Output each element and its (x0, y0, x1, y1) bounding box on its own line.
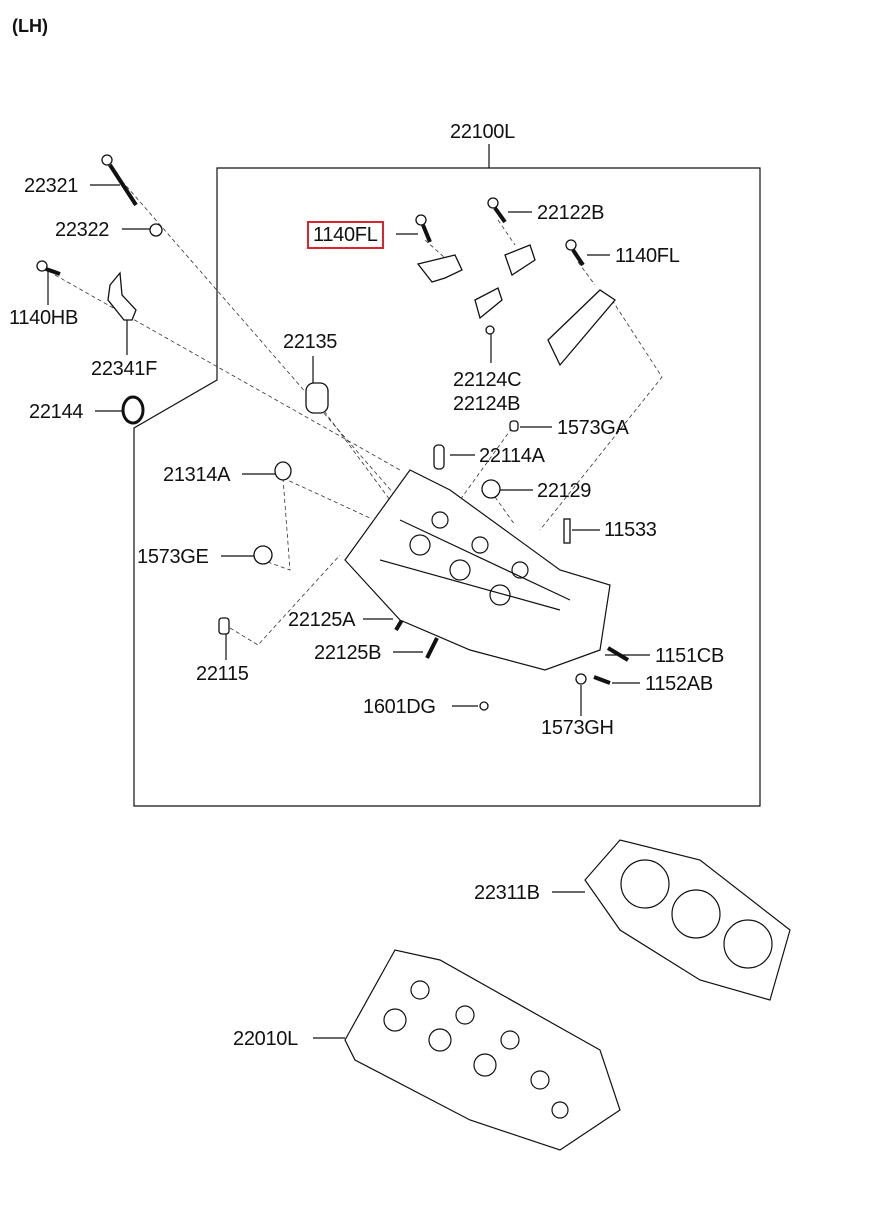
part-label-1140FL[interactable]: 1140FL (615, 245, 680, 267)
part-label-21314A[interactable]: 21314A (163, 464, 231, 486)
pin-1573GA-icon (509, 420, 519, 432)
part-label-22129[interactable]: 22129 (537, 480, 592, 502)
plug-1601DG-icon (479, 701, 489, 711)
bolt-1140HB-icon (36, 260, 48, 272)
part-label-1152AB[interactable]: 1152AB (645, 673, 713, 695)
part-label-1601DG[interactable]: 1601DG (363, 696, 436, 718)
bolt-22122B-icon (487, 197, 499, 209)
bolt-1140FL-b-icon (565, 239, 577, 251)
part-label-22010L[interactable]: 22010L (233, 1028, 298, 1050)
cap-b-icon (504, 244, 536, 276)
part-label-1151CB[interactable]: 1151CB (655, 645, 724, 667)
cylinder-head-assy-icon (344, 469, 611, 671)
stud-11533-icon (563, 518, 571, 544)
bracket-22341F-icon (107, 271, 137, 321)
side-indicator: (LH) (12, 16, 48, 36)
part-label-22115[interactable]: 22115 (196, 663, 249, 685)
cap-c-icon (474, 287, 503, 320)
part-label-22341F[interactable]: 22341F (91, 358, 158, 380)
bolt-22321-icon (101, 154, 113, 166)
part-label-1573GA[interactable]: 1573GA (557, 417, 629, 439)
assembly-label[interactable]: 22100L (450, 121, 515, 143)
stud-22125B-icon (425, 637, 439, 659)
cap-a-icon (416, 254, 463, 283)
pin-22115-icon (218, 617, 230, 635)
part-label-11533[interactable]: 11533 (604, 519, 657, 541)
assembly-frame (133, 167, 761, 807)
dowel-22124-icon (485, 325, 495, 335)
part-label-22321[interactable]: 22321 (24, 175, 79, 197)
part-label-22125A[interactable]: 22125A (288, 609, 356, 631)
part-label-22114A[interactable]: 22114A (479, 445, 545, 467)
part-label-22311B[interactable]: 22311B (474, 882, 540, 904)
part-label-22144[interactable]: 22144 (29, 401, 84, 423)
part-label-22124C[interactable]: 22124C (453, 369, 522, 391)
part-label-1573GE[interactable]: 1573GE (137, 546, 209, 568)
part-label-22122B[interactable]: 22122B (537, 202, 605, 224)
part-label-1573GH[interactable]: 1573GH (541, 717, 614, 739)
part-label-22322[interactable]: 22322 (55, 219, 110, 241)
plug-1573GH-icon (575, 673, 587, 685)
stud-1152AB-icon (593, 675, 611, 685)
plug-1573GE-icon (253, 545, 273, 565)
part-label-22124B[interactable]: 22124B (453, 393, 521, 415)
cap-front-icon (547, 289, 616, 367)
part-label-1140HB[interactable]: 1140HB (9, 307, 78, 329)
cylinder-head-bare-icon (344, 949, 621, 1151)
part-label-22125B[interactable]: 22125B (314, 642, 382, 664)
part-label-1140FL-highlighted[interactable]: 1140FL (307, 221, 384, 249)
stud-1151CB-icon (606, 646, 630, 662)
tappet-22135-icon (305, 382, 329, 414)
part-label-22135[interactable]: 22135 (283, 331, 338, 353)
washer-22322-icon (149, 223, 163, 237)
plug-21314A-icon (274, 461, 292, 481)
guide-22114A-icon (433, 444, 445, 470)
seal-22144-icon (121, 395, 145, 425)
bolt-1140FL-a-icon (415, 214, 427, 226)
plug-22129-icon (481, 479, 501, 499)
head-gasket-icon (584, 839, 791, 1001)
